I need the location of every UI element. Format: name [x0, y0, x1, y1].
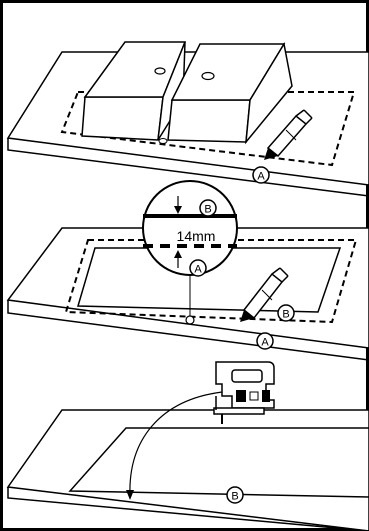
template-outline-2	[77, 247, 342, 313]
label-a-magnifier: A	[194, 264, 202, 276]
panel-2-offset-line: 14mm B A B A	[6, 180, 369, 361]
label-b-3: B	[231, 491, 238, 503]
cut-path-arrow	[129, 391, 223, 497]
countertop-edge-2	[7, 300, 369, 361]
countertop-edge-3	[7, 487, 369, 531]
jigsaw-icon	[213, 361, 275, 424]
callout-b-panel3: B	[226, 486, 244, 504]
label-a-2: A	[261, 337, 269, 349]
measurement-label: 14mm	[177, 228, 216, 244]
callout-a-panel1: A	[252, 166, 270, 184]
magnifier-detail: 14mm B A	[142, 180, 238, 277]
cut-path-arrowhead	[126, 490, 134, 500]
callout-a-panel2: A	[256, 332, 274, 350]
callout-b-magnifier: B	[199, 199, 217, 217]
panel-3-cutout: B	[6, 361, 369, 531]
countertop-edge-1	[7, 138, 369, 197]
callout-a-magnifier: A	[189, 259, 207, 277]
cutout-opening	[68, 427, 369, 498]
label-b-magnifier: B	[204, 204, 211, 216]
sink-bowl-left	[81, 41, 187, 141]
panel-1-template-placement: A	[6, 41, 369, 197]
label-a-1: A	[257, 171, 265, 183]
label-b-2: B	[282, 309, 289, 321]
magnifier-origin	[185, 315, 195, 325]
countertop-top-2	[6, 227, 369, 349]
drain-marker-1	[158, 138, 168, 144]
callout-b-panel2: B	[277, 304, 295, 322]
pencil-1	[264, 109, 313, 160]
pencil-2	[240, 267, 289, 322]
sink-bowl-right	[167, 41, 293, 145]
dashed-cut-line-2	[64, 239, 358, 324]
